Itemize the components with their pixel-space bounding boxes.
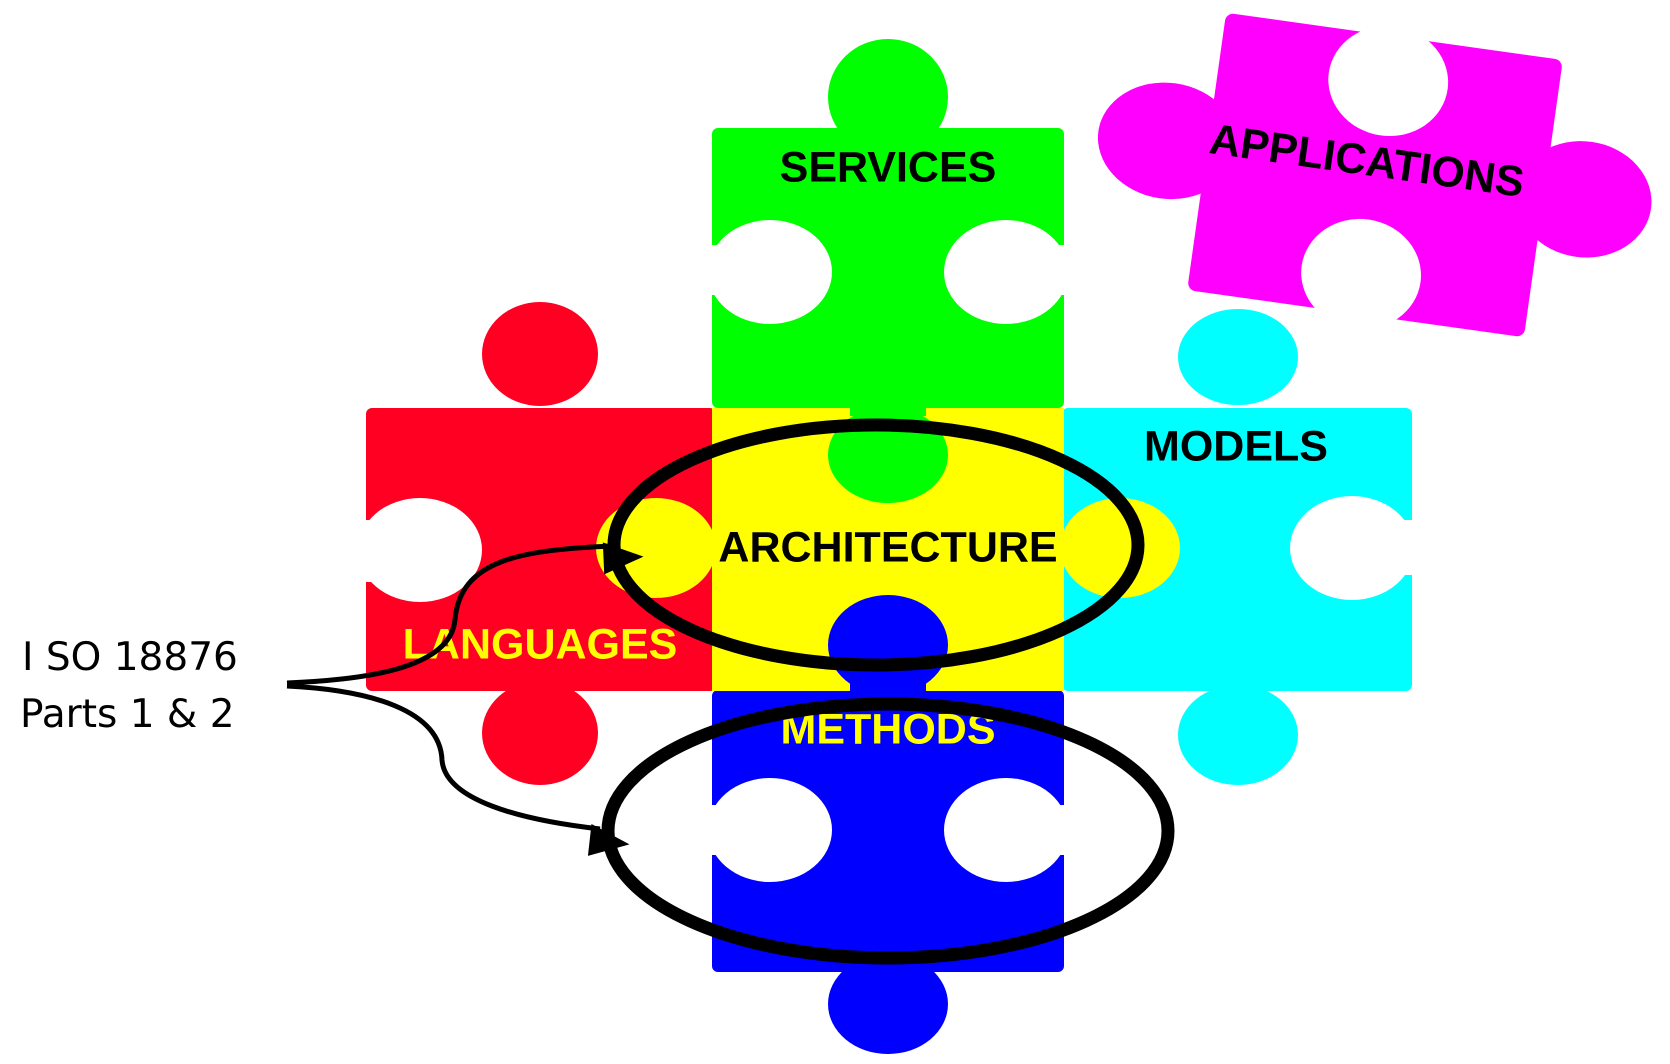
methods-body xyxy=(712,690,1064,972)
services-left-hole xyxy=(708,220,832,324)
methods-piece xyxy=(708,690,1068,1054)
models-body xyxy=(1062,408,1412,691)
methods-bottom-knob xyxy=(828,954,948,1054)
annotation-line-1: I SO 18876 xyxy=(22,635,238,680)
methods-left-hole xyxy=(708,778,832,882)
services-right-hole xyxy=(944,220,1068,324)
applications-body xyxy=(1188,13,1562,337)
services-body xyxy=(712,128,1064,408)
applications-bottom-hole xyxy=(1301,218,1421,330)
methods-top-neck xyxy=(850,682,926,694)
languages-left-gap xyxy=(364,520,372,582)
annotation-line-2: Parts 1 & 2 xyxy=(20,692,235,737)
languages-label: LANGUAGES xyxy=(403,620,678,668)
services-top-knob xyxy=(828,39,948,155)
models-right-hole xyxy=(1290,496,1414,600)
architecture-right-knob xyxy=(1060,498,1180,598)
models-piece: MODELS xyxy=(1062,309,1414,785)
arrow-to-architecture xyxy=(286,542,644,686)
services-label: SERVICES xyxy=(780,143,997,191)
arrow-to-methods xyxy=(286,683,630,856)
models-label: MODELS xyxy=(1144,422,1328,470)
methods-right-hole xyxy=(944,778,1068,882)
languages-bottom-knob xyxy=(482,681,598,785)
applications-piece: APPLICATIONS xyxy=(1097,13,1652,337)
methods-left-gap xyxy=(710,805,718,855)
models-bottom-knob xyxy=(1178,685,1298,785)
methods-right-gap xyxy=(1058,805,1066,855)
applications-left-knob xyxy=(1097,82,1238,200)
services-bottom-neck xyxy=(850,404,926,416)
architecture-piece: ARCHITECTURE xyxy=(596,404,1180,695)
services-right-gap xyxy=(1058,245,1066,295)
services-piece: SERVICES xyxy=(708,39,1068,408)
models-right-gap xyxy=(1404,520,1412,575)
languages-top-knob xyxy=(482,302,598,406)
methods-top-knob xyxy=(828,595,948,695)
architecture-label: ARCHITECTURE xyxy=(718,523,1057,571)
models-top-knob xyxy=(1178,309,1298,405)
languages-left-hole xyxy=(358,498,482,602)
applications-top-hole xyxy=(1328,25,1449,137)
applications-right-knob xyxy=(1515,141,1652,258)
services-left-gap xyxy=(710,245,718,295)
